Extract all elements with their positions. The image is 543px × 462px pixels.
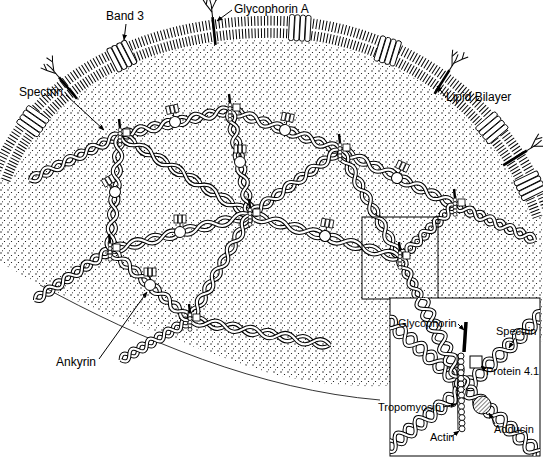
adducin-circle bbox=[473, 396, 491, 414]
part-label: Glycophorin A bbox=[234, 3, 309, 15]
part-label: Ankyrin bbox=[56, 356, 96, 368]
junctional-complex bbox=[108, 94, 465, 331]
glycophorin-protein bbox=[38, 0, 543, 173]
cell-edge-line bbox=[40, 285, 380, 400]
leader-lines bbox=[66, 10, 515, 437]
tropomyosin-strand bbox=[457, 354, 458, 430]
part-label: Actin bbox=[430, 432, 454, 443]
part-label: Band 3 bbox=[106, 10, 144, 22]
protein41-square bbox=[470, 356, 482, 368]
part-label: Spectrin bbox=[496, 326, 536, 337]
part-label: Lipid Bilayer bbox=[446, 91, 511, 103]
part-label: Protein 4.1 bbox=[486, 366, 539, 377]
zoom-frame bbox=[362, 217, 438, 299]
part-label: Glycophorin bbox=[398, 318, 457, 329]
lipid-bilayer bbox=[0, 27, 543, 215]
ankyrin-complex bbox=[101, 104, 409, 290]
part-label: Adducin bbox=[494, 424, 534, 435]
part-label: Tropomyosin bbox=[378, 402, 441, 413]
part-label: Spectrin bbox=[19, 86, 63, 98]
band3-protein bbox=[16, 14, 543, 201]
inset-detail bbox=[381, 295, 543, 462]
glycophorin-rod bbox=[464, 322, 466, 352]
actin-filament bbox=[458, 353, 465, 432]
